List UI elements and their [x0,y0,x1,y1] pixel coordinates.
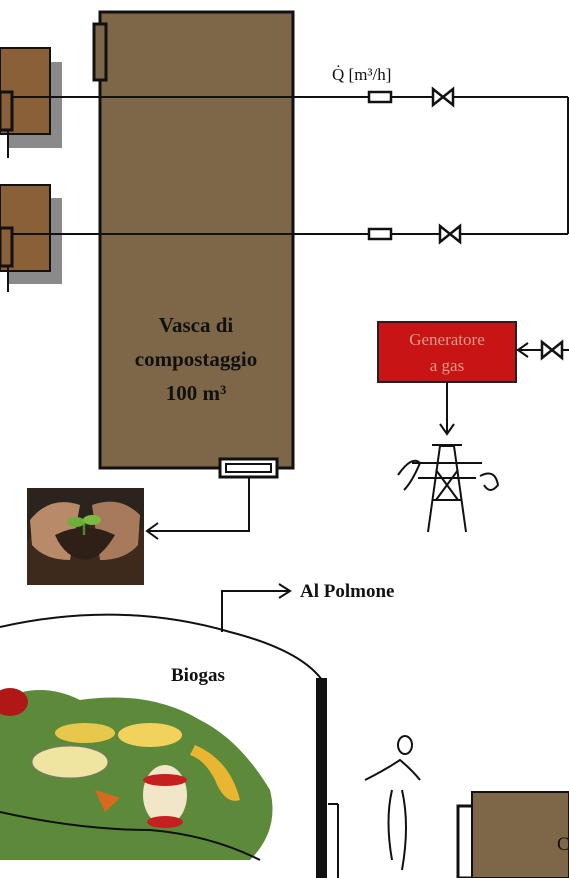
digester-wall-right [316,678,327,878]
composting-tank-body [98,10,295,470]
person-head [397,735,413,755]
biogas-label: Biogas [171,665,225,686]
pipes [12,96,569,351]
compost-outlet-line [145,477,250,540]
waste-banana-3 [190,745,240,801]
seedling-leaf-right [83,515,101,525]
waste-banana-1 [55,723,115,743]
seedling-leaf-left [67,517,85,527]
composting-tank-outlet-inner [225,463,272,473]
tank-label-line3: 100 m³ [166,381,227,405]
flowmeter-icon [367,90,393,104]
seedling-in-hands-image [27,488,144,585]
bottom-right-reactor-body [471,791,569,878]
generator-label-line2: a gas [430,356,464,375]
waste-banana-2 [118,723,182,747]
composting-tank-side-port [92,22,108,82]
waste-peel [31,745,109,779]
digester-dome [0,613,323,681]
left-reactor-top-port [0,90,14,132]
valve-top [431,86,455,108]
pylon-brace-2 [435,469,459,501]
valve-icon [540,339,564,361]
generator-label-line1: Generatore [409,330,485,349]
flow-rate-label: Q̇ [m³/h] [332,65,391,84]
flowmeter-bottom [367,227,393,241]
biogas-digester: Al Polmone Biogas [0,581,394,878]
tank-label-line1: Vasca di [159,313,234,337]
person-arms [364,758,421,781]
bottom-right-reactor-label: C [557,834,569,855]
left-reactor-bottom [0,184,62,292]
tank-label-line2: compostaggio [135,347,258,371]
waste-base [0,690,273,860]
generator-to-pylon-arrow [439,423,455,436]
gas-generator-box [377,321,517,383]
waste-apple-bottom [147,816,183,828]
soil-in-hands [55,527,115,560]
person-body [387,789,407,871]
pylon-wire-left [397,459,422,491]
flowmeter-top [367,90,393,104]
gas-generator: Generatore a gas [377,321,517,383]
compost-outlet-path [147,477,250,532]
waste-apple-top [143,774,187,786]
valve-gas-inlet [540,339,564,361]
to-buffer-arrow [278,583,292,599]
left-reactor-top [0,47,62,158]
valve-icon [431,86,455,108]
left-reactor-bottom-port [0,226,14,268]
compost-outlet-arrow [145,522,159,540]
valve-icon [438,223,462,245]
valve-bottom [438,223,462,245]
person-pouring-icon [364,735,421,871]
waste-outline [0,811,261,861]
pylon-wire-right [479,472,500,491]
to-buffer-line [221,590,288,632]
flowmeter-icon [367,227,393,241]
pylon-legs [427,445,467,533]
waste-carrot [95,790,120,812]
power-pylon-icon [397,444,500,533]
to-buffer-label: Al Polmone [300,581,394,602]
gas-inlet-arrow [516,342,529,358]
bottom-right-reactor: C [456,791,569,878]
food-waste-pile-image [0,688,273,861]
waste-tomato [0,688,28,716]
composting-tank: Vasca di compostaggio 100 m³ [92,10,295,479]
